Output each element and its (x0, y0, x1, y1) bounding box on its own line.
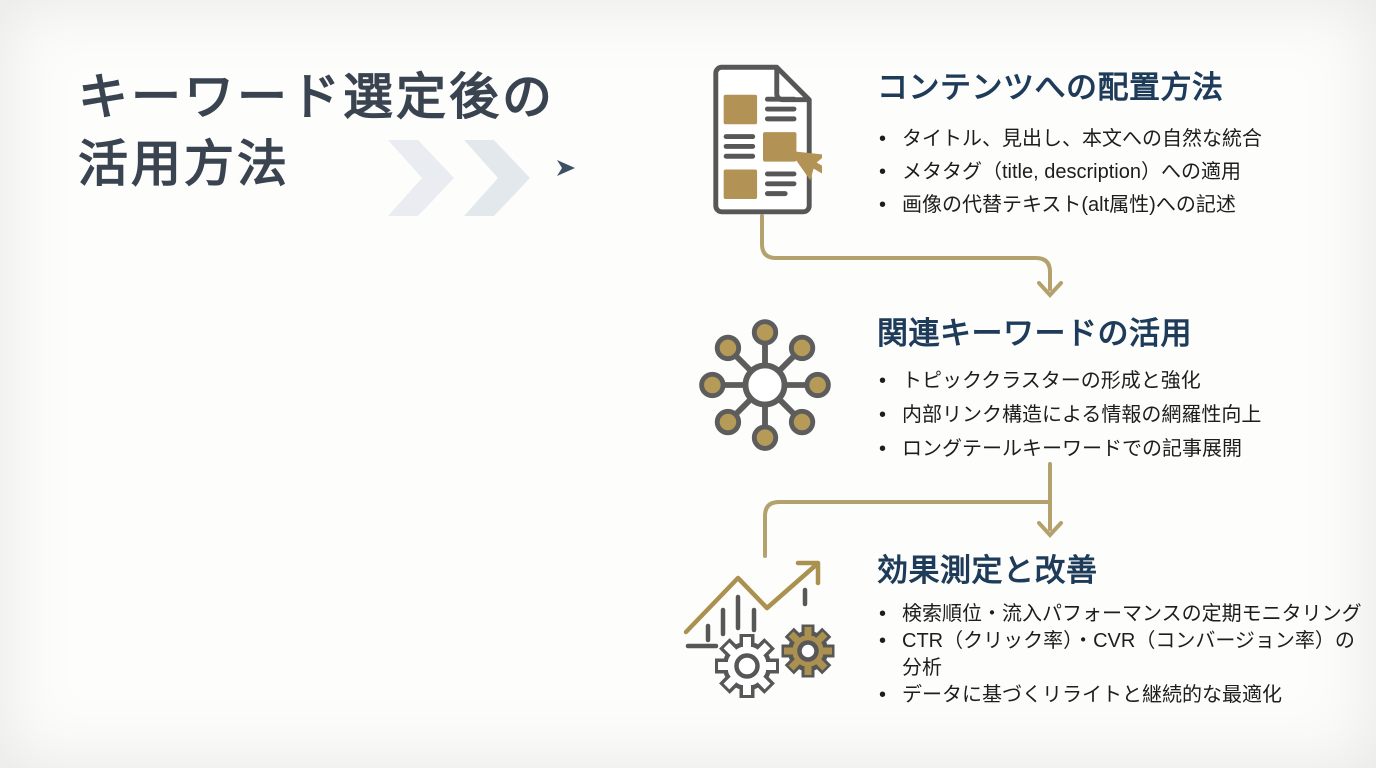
section-3-heading: 効果測定と改善 (877, 553, 1098, 588)
chevron-2 (464, 140, 530, 216)
gears-growth-icon (683, 560, 862, 722)
section-1-heading: コンテンツへの配置方法 (877, 70, 1224, 105)
section-measurement-improvement: 効果測定と改善 検索順位・流入パフォーマンスの定期モニタリング CTR（クリック… (877, 551, 1365, 709)
section-2-heading: 関連キーワードの活用 (877, 316, 1192, 351)
connector-1-arrowhead-icon (1037, 281, 1063, 298)
list-item: タイトル、見出し、本文への自然な統合 (877, 123, 1365, 156)
page-title: キーワード選定後の 活用方法 (78, 64, 638, 198)
list-item: 検索順位・流入パフォーマンスの定期モニタリング (877, 601, 1365, 628)
gear-white-icon (715, 634, 779, 698)
growth-arrow-icon (683, 560, 821, 635)
list-item: データに基づくリライトと継続的な最適化 (877, 682, 1365, 709)
hub-network-icon (699, 319, 831, 451)
connector-section1-to-section2 (760, 214, 1063, 298)
metric-bars (685, 587, 808, 649)
list-item: ロングテールキーワードでの記事展開 (877, 432, 1365, 466)
double-chevron-forward-arrow-icon (330, 140, 575, 216)
list-item: CTR（クリック率）・CVR（コンバージョン率）の分析 (877, 628, 1365, 682)
page-title-line1: キーワード選定後の (78, 69, 555, 125)
connector-2-arrowhead-icon (1037, 521, 1063, 538)
section-3-bullet-list: 検索順位・流入パフォーマンスの定期モニタリング CTR（クリック率）・CVR（コ… (877, 601, 1365, 709)
connector-section2-to-section3 (763, 462, 1063, 558)
section-related-keywords: 関連キーワードの活用 トピッククラスターの形成と強化 内部リンク構造による情報の… (877, 314, 1365, 466)
section-1-bullet-list: タイトル、見出し、本文への自然な統合 メタタグ（title, descripti… (877, 123, 1365, 222)
chevron-1 (388, 140, 454, 216)
section-2-bullet-list: トピッククラスターの形成と強化 内部リンク構造による情報の網羅性向上 ロングテー… (877, 364, 1365, 466)
list-item: 内部リンク構造による情報の網羅性向上 (877, 398, 1365, 432)
list-item: 画像の代替テキスト(alt属性)への記述 (877, 189, 1365, 222)
document-click-icon (713, 64, 822, 215)
page-title-line2: 活用方法 (78, 136, 290, 192)
section-content-placement: コンテンツへの配置方法 タイトル、見出し、本文への自然な統合 メタタグ（titl… (877, 68, 1365, 222)
arrow-head (557, 160, 575, 176)
list-item: トピッククラスターの形成と強化 (877, 364, 1365, 398)
gear-gold-icon (782, 624, 835, 678)
list-item: メタタグ（title, description）への適用 (877, 156, 1365, 189)
cursor-icon (789, 150, 822, 181)
